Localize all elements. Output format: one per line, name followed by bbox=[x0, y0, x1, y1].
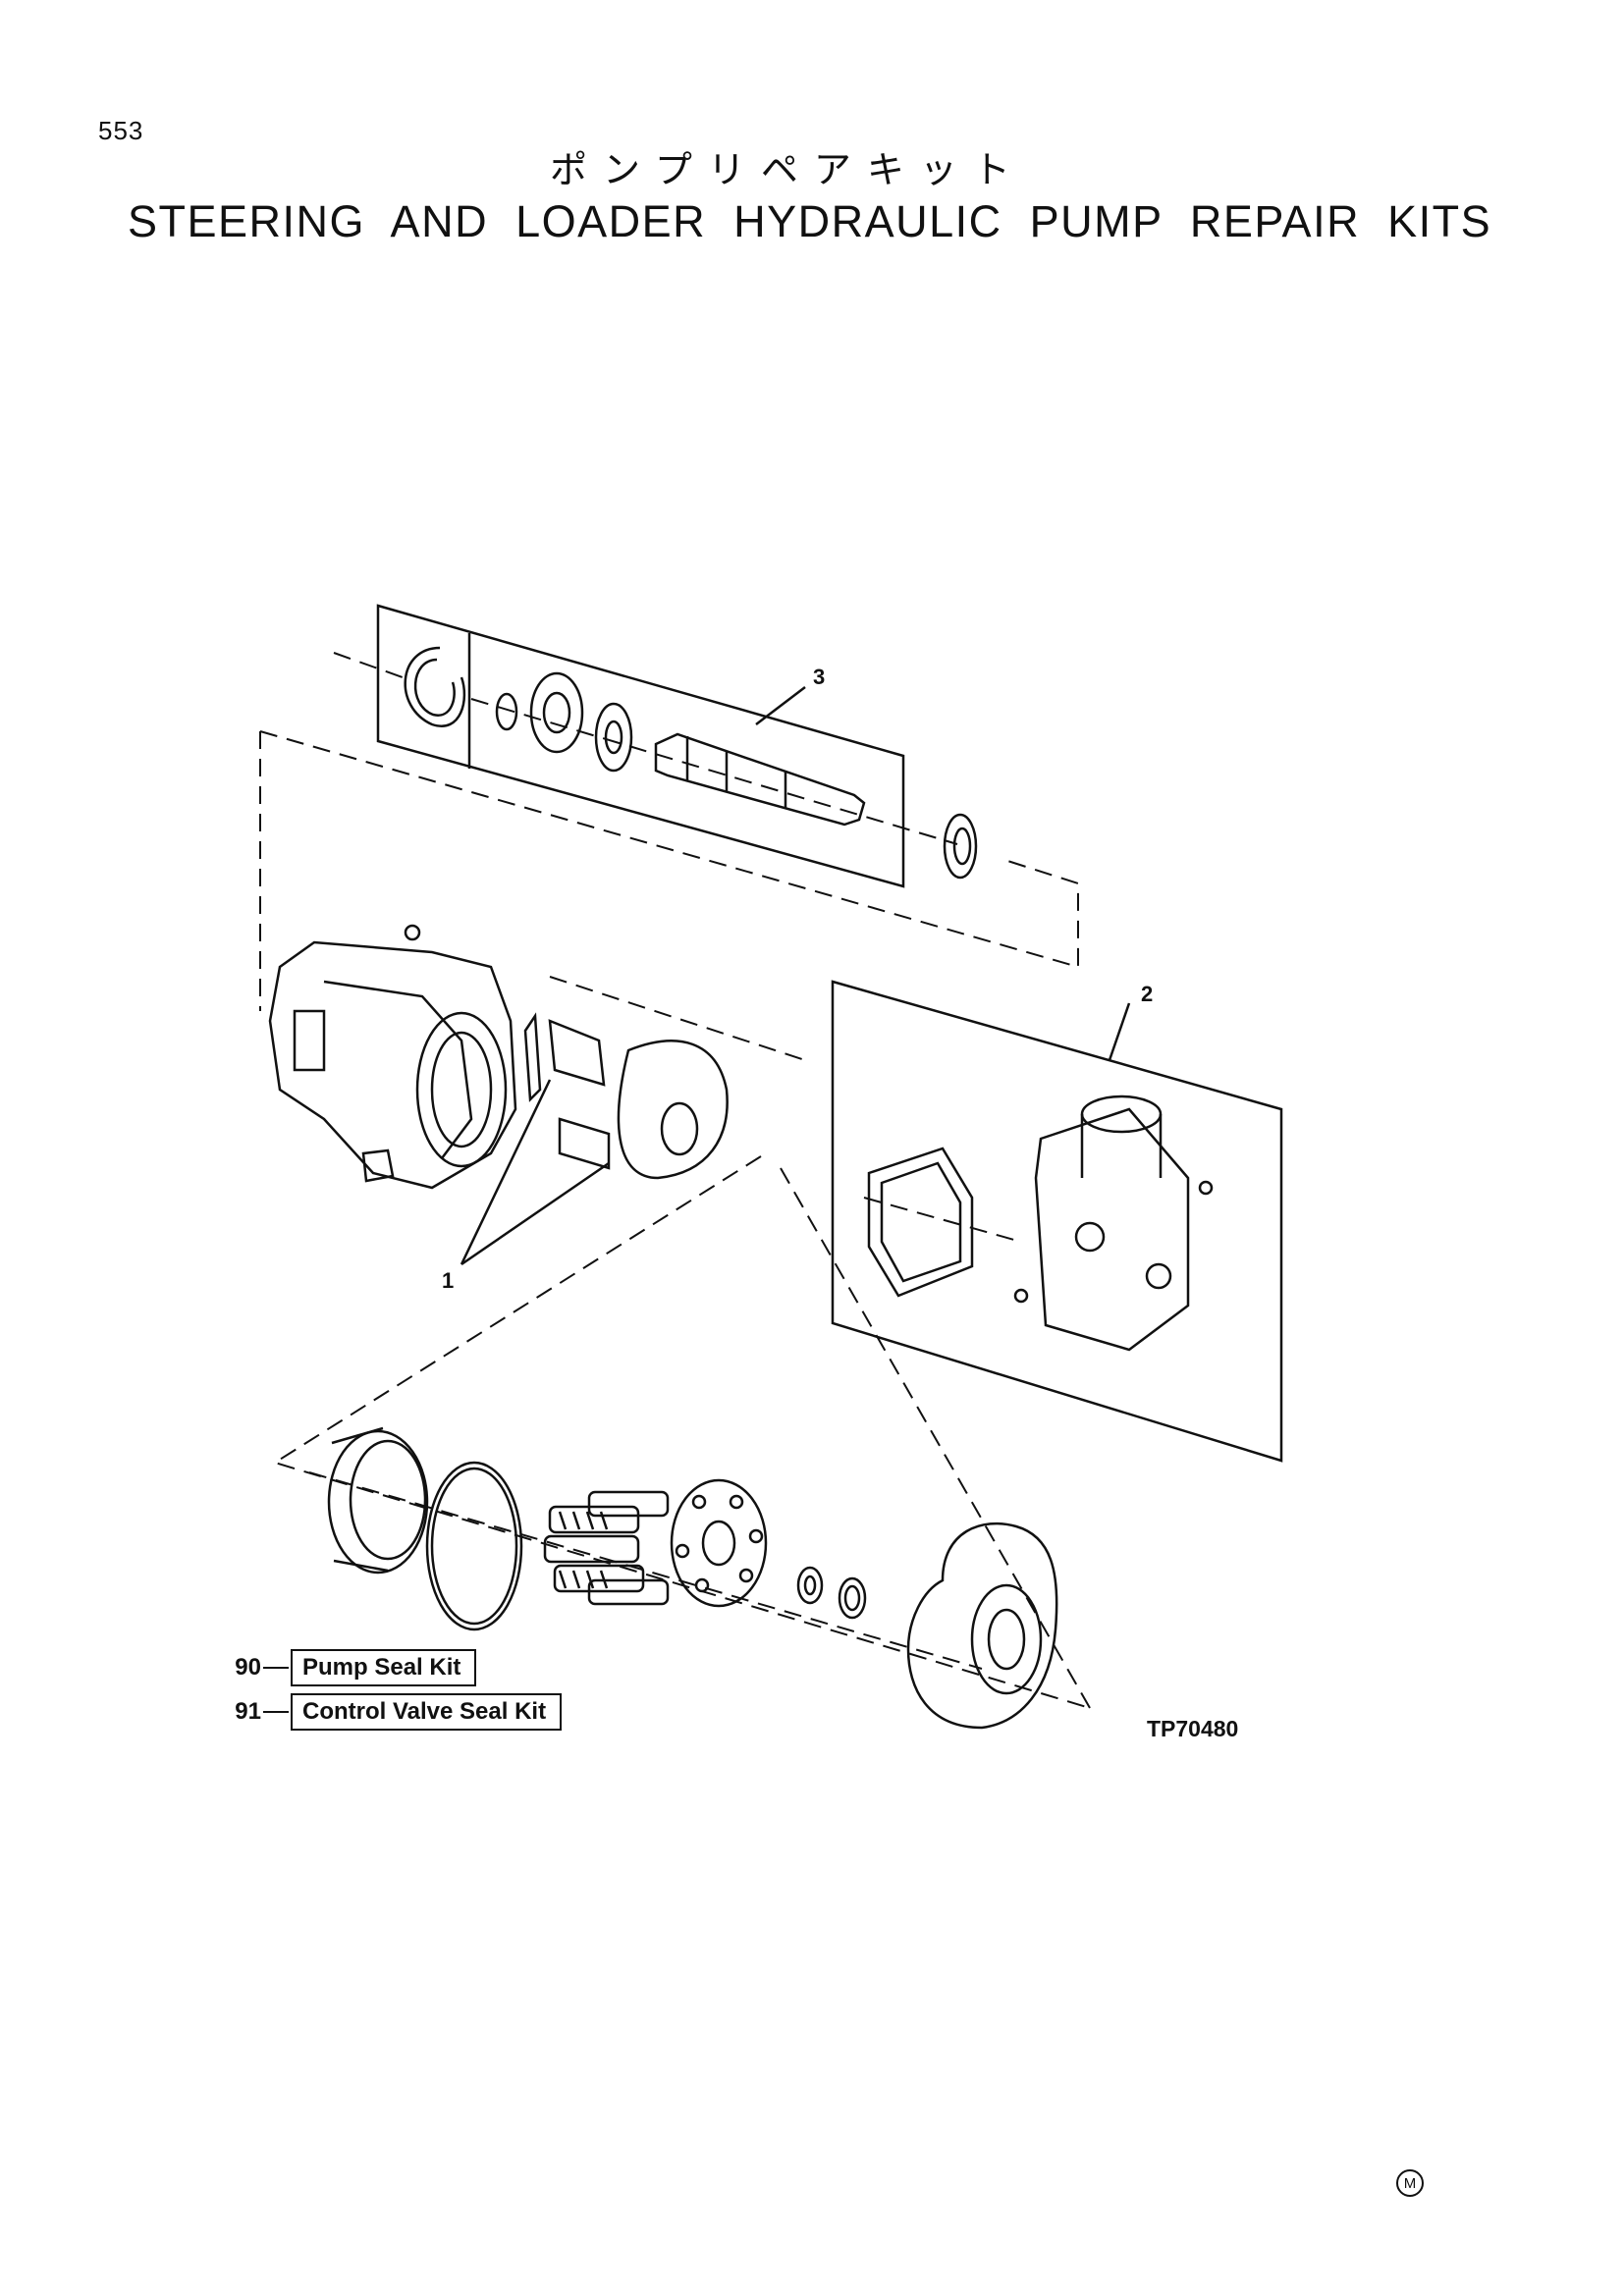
manufacturer-mark-icon: M bbox=[1396, 2169, 1424, 2197]
control-valve-body bbox=[1034, 1107, 1190, 1352]
callout-1: 1 bbox=[442, 1268, 454, 1293]
leader-line bbox=[263, 1711, 289, 1713]
swash-plate bbox=[617, 1040, 729, 1180]
thrust-washer bbox=[594, 702, 633, 773]
kit-90-row: 90 Pump Seal Kit bbox=[216, 1649, 477, 1686]
drive-shaft bbox=[654, 732, 866, 827]
leader-line bbox=[263, 1667, 289, 1669]
page-title: STEERING AND LOADER HYDRAULIC PUMP REPAI… bbox=[128, 196, 1492, 246]
kit-number: 90 bbox=[235, 1654, 261, 1681]
kit-91-row: 91 Control Valve Seal Kit bbox=[216, 1693, 563, 1731]
end-cap bbox=[906, 1522, 1058, 1730]
control-valve-gasket bbox=[867, 1147, 974, 1298]
snap-ring bbox=[404, 646, 466, 727]
spacer bbox=[796, 1566, 824, 1605]
wear-ring bbox=[327, 1429, 429, 1575]
kit-label: Pump Seal Kit bbox=[291, 1649, 477, 1686]
bearing-race bbox=[838, 1576, 867, 1620]
piston-assembly bbox=[543, 1490, 670, 1606]
pump-housing bbox=[268, 940, 517, 1190]
kit-2-panel bbox=[831, 980, 1283, 1463]
figure-number: TP70480 bbox=[1147, 1716, 1239, 1741]
page-title-japanese: ポンプリペアキット bbox=[550, 148, 1026, 191]
shaft-seal bbox=[943, 813, 978, 880]
page-number: 553 bbox=[98, 116, 144, 145]
bearing bbox=[529, 671, 584, 754]
callout-2: 2 bbox=[1141, 982, 1153, 1006]
kit-3-panel bbox=[376, 604, 905, 888]
kit-label: Control Valve Seal Kit bbox=[291, 1693, 563, 1731]
o-ring bbox=[425, 1461, 523, 1631]
plug bbox=[361, 1148, 395, 1183]
kit-number: 91 bbox=[235, 1698, 261, 1725]
callout-3: 3 bbox=[813, 665, 825, 689]
small-seal bbox=[495, 692, 518, 731]
cylinder-block bbox=[670, 1478, 768, 1608]
